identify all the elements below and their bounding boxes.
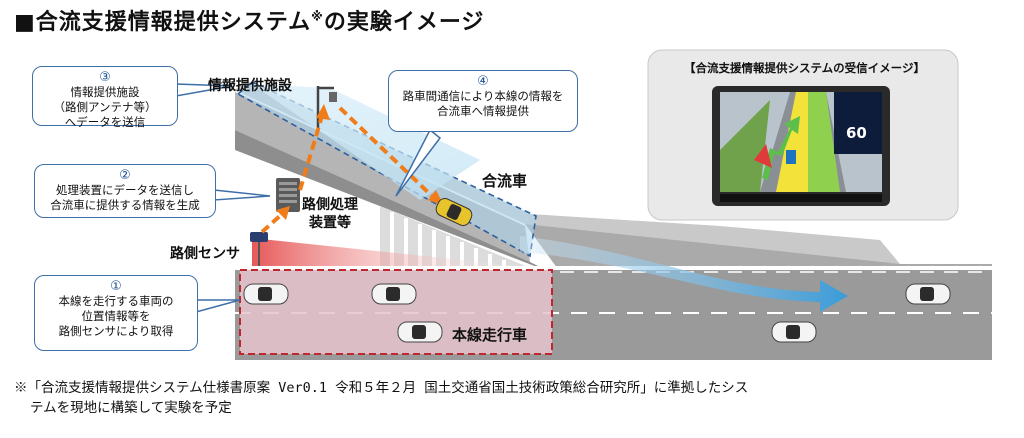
receiver-screen-panel	[647, 49, 959, 221]
callout-line: 路側センサにより取得	[58, 324, 174, 338]
label-merging-car: 合流車	[482, 172, 528, 190]
roadside-sensor	[250, 232, 268, 266]
data-flow-arrows	[260, 106, 434, 234]
callout-step-1: ① 本線を走行する車両の 位置情報等を 路側センサにより取得	[34, 275, 198, 351]
mainline-car-icon	[371, 283, 417, 305]
footnote-line: ※「合流支援情報提供システム仕様書原案 Ver0.1 令和５年２月 国土交通省国…	[14, 380, 749, 396]
callout-line: 本線を走行する車両の	[58, 294, 174, 308]
callout-step-4: ④ 路車間通信により本線の情報を 合流車へ情報提供	[388, 70, 578, 132]
merge-path-arrow	[520, 236, 848, 312]
merging-car-icon	[435, 198, 473, 226]
callout-line: へデータを送信	[64, 115, 146, 129]
label-processor: 路側処理 装置等	[302, 196, 358, 232]
callout-line: 路車間通信により本線の情報を	[402, 89, 564, 103]
speed-readout: 60	[846, 124, 867, 142]
callout-line: 合流車へ情報提供	[437, 104, 529, 118]
mainline-car-icon	[397, 321, 443, 343]
roadside-processor	[276, 178, 300, 212]
callout-line: 合流車に提供する情報を生成	[50, 198, 200, 212]
label-facility: 情報提供施設	[208, 78, 292, 94]
footnote: ※「合流支援情報提供システム仕様書原案 Ver0.1 令和５年２月 国土交通省国…	[14, 378, 1014, 418]
label-processor-line: 装置等	[309, 215, 351, 231]
step-number: ③	[99, 70, 111, 85]
callout-line: 位置情報等を	[81, 309, 151, 323]
title-footnote-mark: ※	[311, 9, 324, 24]
roadside-antenna	[316, 86, 337, 132]
step-number: ④	[477, 74, 489, 89]
callout-line: 処理装置にデータを送信し	[56, 183, 194, 197]
radio-beam	[252, 84, 480, 200]
title-text: ■合流支援情報提供システム	[14, 10, 312, 35]
title-suffix: の実験イメージ	[323, 10, 485, 35]
callout-step-3: ③ 情報提供施設 （路側アンテナ等） へデータを送信	[32, 66, 178, 129]
merge-lane	[525, 214, 992, 272]
step-number: ②	[119, 168, 131, 183]
callout-line: 情報提供施設	[70, 85, 140, 99]
mainline-car-icon	[771, 321, 817, 343]
label-mainline-car: 本線走行車	[452, 326, 528, 344]
receiver-screen-title: 【合流支援情報提供システムの受信イメージ】	[684, 61, 925, 75]
step-number: ①	[110, 279, 122, 294]
page-title: ■合流支援情報提供システム※の実験イメージ	[14, 4, 484, 36]
label-processor-line: 路側処理	[302, 197, 358, 213]
mainline-car-icon	[905, 283, 951, 305]
callout-step-2: ② 処理装置にデータを送信し 合流車に提供する情報を生成	[34, 164, 216, 218]
footnote-line: テムを現地に構築して実験を予定	[30, 400, 232, 416]
sensor-detection-cone	[252, 238, 520, 266]
callout-line: （路側アンテナ等）	[53, 100, 157, 114]
label-sensor: 路側センサ	[170, 246, 240, 262]
mainline-car-icon	[243, 283, 289, 305]
